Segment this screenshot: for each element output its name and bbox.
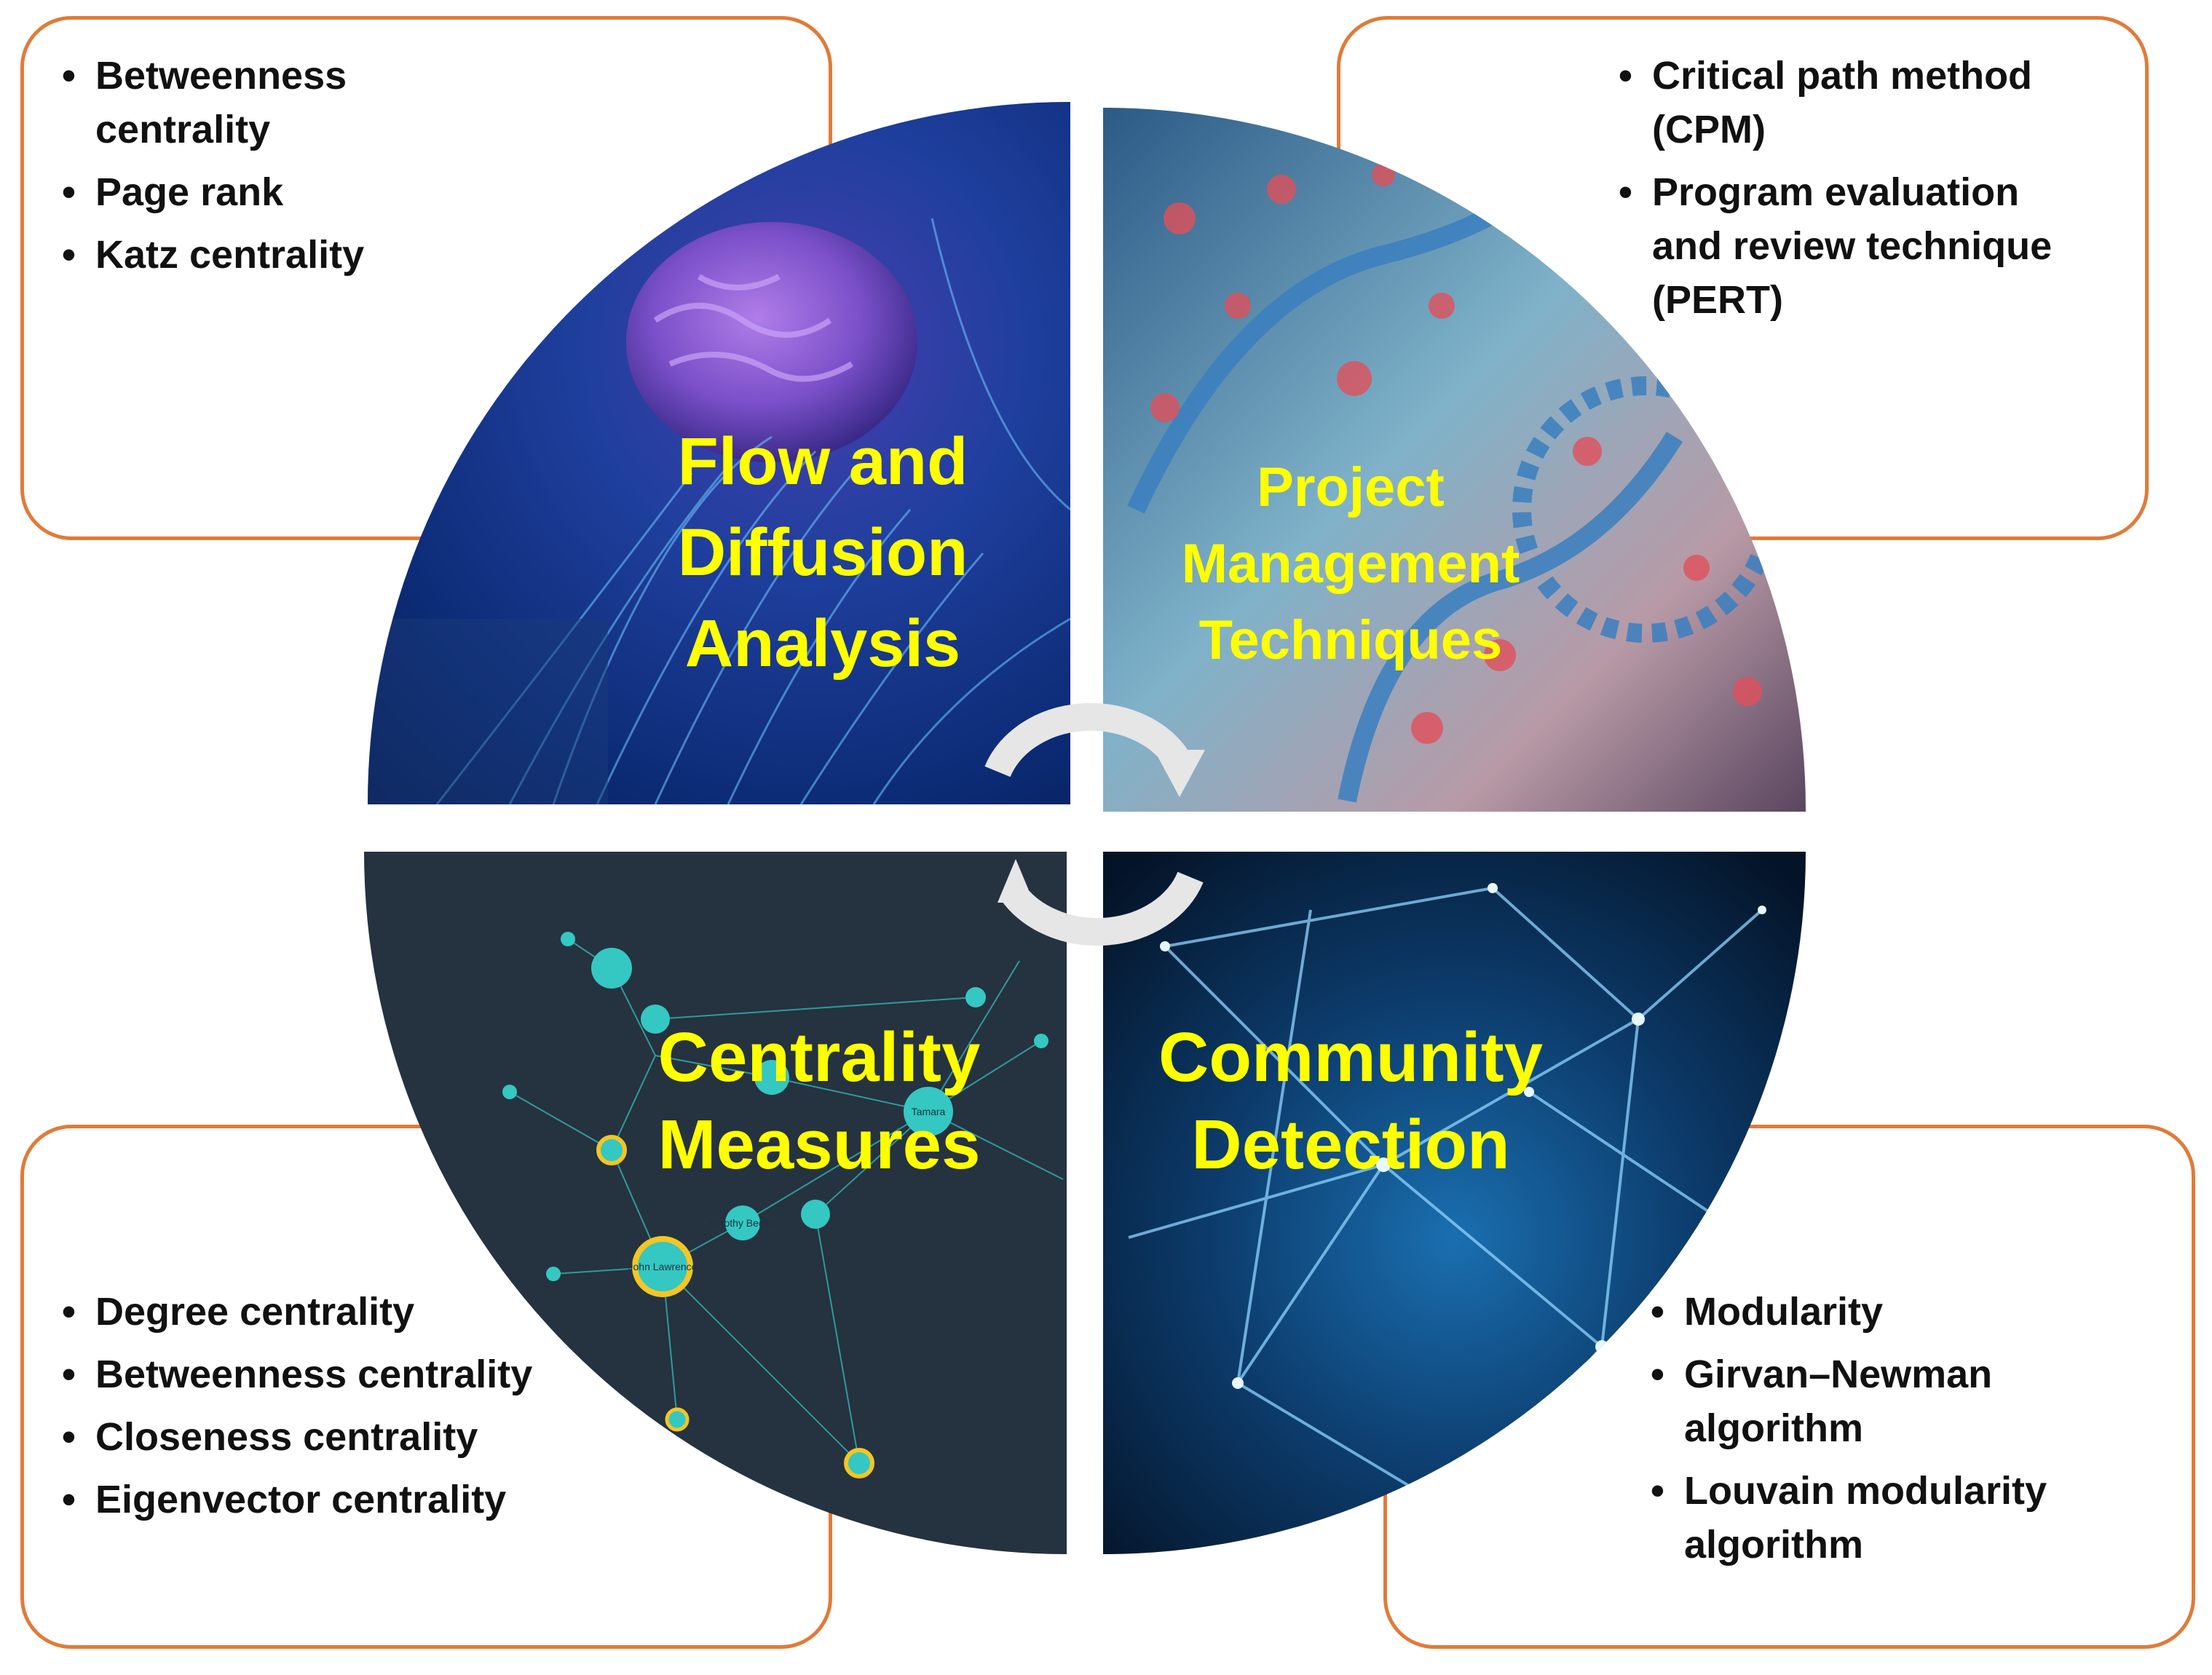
list-item: Program evaluation and review technique … [1617,165,2098,327]
list-item: Closeness centrality [60,1410,643,1464]
label-flow-diffusion: Flow and Diffusion Analysis [678,424,968,681]
quadrant-label-line: Flow and [678,424,968,499]
list-item: Girvan–Newman algorithm [1649,1347,2159,1455]
network-node [801,1200,830,1229]
label-centrality-measures: Centrality Measures [658,1018,981,1184]
network-node [641,1005,670,1034]
list-item: Eigenvector centrality [60,1473,643,1526]
cycle-arrows [984,702,1205,946]
network-node [546,1267,561,1281]
label-project-management: Project Management Techniques [1182,456,1520,671]
network-node [965,987,986,1007]
network-node [665,1407,690,1432]
network-node-label: Tamara [912,1106,946,1117]
list-item: Betweenness centrality [60,49,468,157]
network-node [561,932,575,946]
methods-list: Betweenness centrality Page rank Katz ce… [60,49,468,290]
brain-icon [626,222,917,462]
quadrant-label-line: Analysis [685,606,960,681]
methods-list: Modularity Girvan–Newman algorithm Louva… [1649,1285,2159,1580]
box-community-methods: Modularity Girvan–Newman algorithm Louva… [1383,1125,2195,1649]
network-node [632,1236,693,1297]
quadrant-label-line: Detection [1191,1106,1509,1184]
network-node-label: John Lawrence [628,1261,698,1272]
methods-list: Critical path method (CPM) Program evalu… [1617,49,2098,336]
label-community-detection: Community Detection [1158,1018,1543,1184]
quadrant-label-line: Diffusion [678,515,968,590]
quadrant-label-line: Centrality [658,1018,981,1096]
list-item: Degree centrality [60,1285,643,1339]
list-item: Modularity [1649,1285,2159,1339]
methods-list: Degree centrality Betweenness centrality… [60,1285,643,1535]
quadrant-image-centrality: Tamara John Lawrence Timothy Becker [364,852,1067,1554]
network-node [904,1087,953,1136]
list-item: Page rank [60,165,468,219]
quadrant-image-community-detection [1103,852,1806,1554]
quadrant-label-line: Project [1257,456,1445,518]
list-item: Katz centrality [60,228,468,282]
quadrant-label-line: Community [1158,1018,1543,1096]
arrowhead-down-icon [1154,750,1205,797]
arrowhead-up-icon [998,859,1034,903]
network-node [754,1060,789,1095]
arrow-clockwise-icon [984,702,1188,777]
network-node [596,1135,627,1165]
quadrant-label-line: Techniques [1199,609,1503,671]
network-node [591,948,632,989]
quadrant-label-line: Measures [658,1106,981,1184]
network-node [1034,1034,1048,1048]
network-node [725,1205,760,1240]
list-item: Louvain modularity algorithm [1649,1464,2159,1572]
list-item: Betweenness centrality [60,1347,643,1401]
quadrant-label-line: Management [1182,533,1520,595]
arrow-counterclockwise-icon [1000,871,1204,946]
network-node [844,1448,874,1478]
network-node [502,1085,517,1099]
quadrant-image-project-management [1103,108,1806,812]
list-item: Critical path method (CPM) [1617,49,2098,157]
network-node-label: Timothy Becker [708,1217,778,1229]
